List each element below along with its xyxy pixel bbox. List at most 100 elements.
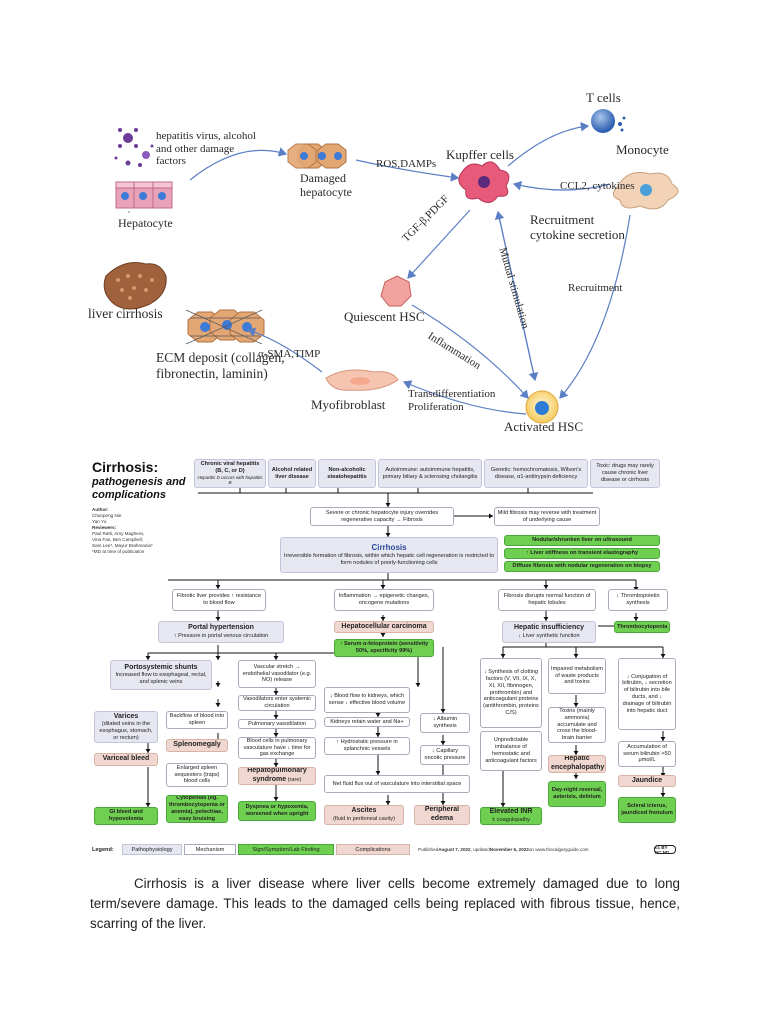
varices-title: Varices (113, 712, 139, 720)
quiescent-hsc-icon (380, 275, 412, 307)
net-fluid-box: Net fluid flux out of vasculature into i… (324, 775, 470, 793)
kupffer-cell-icon (458, 161, 510, 203)
cause-nash: Non-alcoholic steatohepatitis (318, 459, 376, 488)
chart-subtitle: pathogenesis and complications (92, 476, 186, 501)
thrombocytopenia-box: Thrombocytopenia (614, 621, 670, 633)
inr-title: Elevated INR (489, 808, 533, 816)
authors-block: Author: Chunpeng Nie Yan Yu Reviewers: P… (92, 507, 192, 555)
author-heading: Author: (92, 507, 109, 512)
ccl2-label: CCL2, cytokines (560, 180, 635, 192)
recruitment-secretion-label: Recruitment cytokine secretion (530, 212, 625, 242)
ascites-desc: (fluid in peritoneal cavity) (333, 815, 395, 822)
scleral-icterus-box: Scleral icterus, jaundiced frenulum (618, 797, 676, 823)
activated-hsc-label: Activated HSC (504, 419, 584, 434)
variceal-bleed-box: Variceal bleed (94, 753, 158, 766)
bilirubin-box: ↓ Conjugation of bilirubin, ↓ secretion … (618, 658, 676, 730)
splenomegaly-box: Splenomegaly (166, 739, 228, 752)
encephalopathy-box: Hepatic encephalopathy (548, 755, 606, 773)
calgary-guide-chart: Cirrhosis: pathogenesis and complication… (88, 455, 680, 857)
ecm-deposit-icon (185, 309, 265, 345)
legend-complications: Complications (336, 844, 410, 855)
blood-cells-box: Blood cells in pulmonary vasculature hav… (238, 737, 316, 759)
hep-insuff-desc: ↓ Liver synthetic function (518, 632, 580, 639)
monocyte-icon (613, 172, 679, 210)
myofibroblast-icon (325, 369, 399, 391)
updated-date: November 6, 2022 (489, 847, 529, 852)
virus-icon (114, 128, 154, 167)
legend-sign: Sign/Symptom/Lab Finding (238, 844, 334, 855)
shunts-box: Portosystemic shunts Increased flow to e… (110, 660, 212, 690)
t-cells-label: T cells (586, 90, 621, 105)
pathogenesis-diagram: hepatitis virus, alcohol and other damag… (0, 0, 768, 450)
cirrhosis-title: Cirrhosis (371, 543, 407, 553)
toxins-box: Toxins (mainly ammonia) accumulate and c… (548, 707, 606, 743)
liver-icon (103, 262, 167, 310)
reviewer-names: Paul Ratti, Amy Maghera, Vina Fan, Ben C… (92, 530, 153, 554)
ros-damps-label: ROS,DAMPs (376, 158, 437, 170)
legend-pathophysiology: Pathophysiology (122, 844, 182, 855)
inr-desc: ± coagulopathy (492, 816, 530, 823)
serum-bilirubin-box: Accumulation of serum bilirubin >50 μmol… (618, 741, 676, 767)
varices-box: Varices (dilated veins in the esophagus,… (94, 711, 158, 743)
ascites-title: Ascites (351, 807, 377, 815)
cirrhosis-desc: Irreversible formation of fibrosis, with… (283, 553, 495, 566)
hydrostatic-box: ↑ Hydrostatic pressure in splanchnic ves… (324, 737, 410, 755)
asma-timp-label: α-SMA,TIMP (258, 348, 321, 360)
sign-elastography: ↑ Liver stiffness on transient elastogra… (504, 548, 660, 559)
ecm-deposit-label: ECM deposit (collagen, fibronectin, lami… (156, 350, 285, 381)
backflow-box: Backflow of blood into spleen (166, 711, 228, 729)
monocyte-label: Monocyte (616, 142, 669, 157)
published-note: Published August 7, 2022 , updated Novem… (418, 844, 589, 855)
hps-title: Hepatopulmonary syndrome (247, 767, 307, 783)
shunts-title: Portosystemic shunts (124, 663, 198, 671)
gi-bleed-box: GI bleed and hypovolemia (94, 807, 158, 825)
varices-desc: (dilated veins in the esophagus, stomach… (99, 721, 153, 741)
inflammation-box: Inflammation → epigenetic changes, oncog… (334, 589, 434, 611)
sign-ultrasound: Nodular/shrunken liver on ultrasound (504, 535, 660, 546)
enlarged-spleen-box: Enlarged spleen sequesters (traps) blood… (166, 763, 228, 787)
cause-autoimmune: Autoimmune: autoimmune hepatitis, primar… (378, 459, 482, 488)
damaged-hepatocyte-label: Damaged hepatocyte (300, 171, 352, 199)
hepatocyte-icon (115, 181, 173, 213)
day-night-box: Day-night reversal, asterixis, delirium (548, 781, 606, 807)
vasodilators-box: Vasodilators enter systemic circulation (238, 695, 316, 711)
portal-hypertension-box: Portal hypertension ↑ Pressure in portal… (158, 621, 284, 643)
published-pre: Published (418, 847, 439, 852)
clotting-box: ↓ Synthesis of clotting factors (V, VII,… (480, 658, 542, 728)
cause-toxic: Toxic: drugs may rarely cause chronic li… (590, 459, 660, 488)
cirrhosis-box: Cirrhosis Irreversible formation of fibr… (280, 537, 498, 573)
pulmonary-vasodilation-box: Pulmonary vasodilation (238, 719, 316, 729)
jaundice-box: Jaundice (618, 775, 676, 787)
body-paragraph: Cirrhosis is a liver disease where liver… (90, 876, 680, 931)
hepatic-insufficiency-box: Hepatic insufficiency ↓ Liver synthetic … (502, 621, 596, 643)
t-cell-icon (591, 109, 626, 133)
hps-box: Hepatopulmonary syndrome (rare) (238, 767, 316, 785)
impaired-metabolism-box: Impaired metabolism of waste products an… (548, 658, 606, 694)
sign-biopsy: Diffuse fibrosis with nodular regenerati… (504, 561, 660, 572)
myofibroblast-label: Myofibroblast (311, 397, 386, 412)
edema-box: Peripheral edema (414, 805, 470, 825)
damaged-hepatocyte-icon (287, 143, 347, 169)
transdifferentiation-label: Transdifferentiation (408, 388, 496, 400)
albumin-box: ↓ Albumin synthesis (420, 713, 470, 733)
legend: Legend: Pathophysiology Mechanism Sign/S… (88, 843, 680, 856)
oncotic-box: ↓ Capillary oncotic pressure (420, 745, 470, 765)
injury-box: Severe or chronic hepatocyte injury over… (310, 507, 454, 526)
chart-title: Cirrhosis: (92, 459, 159, 475)
kupffer-cells-label: Kupffer cells (446, 147, 514, 162)
site-text: on www.thecalgaryguide.com (528, 847, 589, 852)
activated-hsc-icon (525, 390, 559, 424)
mild-fibrosis-box: Mild fibrosis may reverse with treatment… (494, 507, 600, 526)
unpredictable-box: Unpredictable imbalance of hemostatic an… (480, 731, 542, 771)
legend-mechanism: Mechanism (184, 844, 236, 855)
inr-box: Elevated INR ± coagulopathy (480, 807, 542, 825)
legend-label: Legend: (92, 846, 114, 853)
hps-note: (rare) (287, 777, 302, 783)
proliferation-label: Proliferation (408, 401, 464, 413)
published-date: August 7, 2022 (438, 847, 471, 852)
disrupts-box: Fibrosis disrupts normal function of hep… (498, 589, 596, 611)
thrombopoietin-box: ↓ Thrombopoietin synthesis (608, 589, 668, 611)
portal-desc: ↑ Pressure in portal venous circulation (173, 632, 269, 639)
cause-genetic: Genetic: hemochromatosis, Wilson's disea… (484, 459, 588, 488)
ascites-box: Ascites (fluid in peritoneal cavity) (324, 805, 404, 825)
